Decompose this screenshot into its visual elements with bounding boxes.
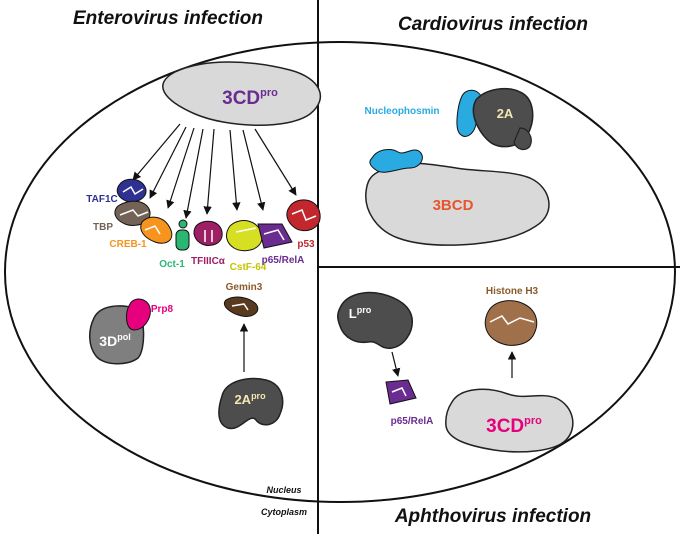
nucleophosmin-protein-1 (369, 149, 423, 173)
2apro-sup: pro (251, 391, 266, 401)
svg-text:3Dpol: 3Dpol (99, 332, 130, 349)
arrow-to-tbp (149, 126, 187, 199)
lpro-sup: pro (357, 305, 372, 315)
gemin3-protein (224, 296, 259, 317)
aphtho-3cd-label: 3CD (486, 416, 524, 437)
arrow-to-cstf64 (229, 129, 241, 211)
arrow-to-p53 (254, 128, 297, 196)
creb1-protein (140, 216, 173, 244)
2apro-label: 2A (234, 392, 251, 407)
cstf64-label: CstF-64 (230, 262, 267, 273)
svg-text:Lpro: Lpro (349, 305, 372, 321)
tfiiic-protein (193, 220, 223, 246)
3dpol-label: 3D (99, 333, 117, 349)
3bcd-protein: 3BCD (365, 162, 550, 246)
3dpol-sup: pol (117, 332, 131, 342)
enterovirus-3cd-protein: 3CDpro (162, 61, 322, 126)
prp8-protein (126, 298, 151, 331)
p53-label: p53 (297, 239, 315, 250)
2apro-protein: 2Apro (218, 377, 284, 430)
2a-protein: 2A (472, 87, 534, 151)
lpro-protein: Lpro (337, 291, 413, 349)
taf1c-label: TAF1C (86, 194, 117, 205)
enterovirus-3cd-sup: pro (260, 87, 278, 99)
p65-label: p65/RelA (262, 255, 305, 266)
nucleus-label: Nucleus (266, 485, 301, 495)
2a-label: 2A (497, 106, 514, 121)
enterovirus-3cd-label: 3CD (222, 88, 260, 109)
enterovirus-arrows (132, 123, 297, 219)
tfiiic-label: TFIIICα (191, 256, 226, 267)
3bcd-label: 3BCD (433, 197, 474, 214)
arrow-lpro-to-p65 (391, 351, 401, 377)
aphthovirus-title: Aphthovirus infection (394, 506, 591, 527)
nucleophosmin-label: Nucleophosmin (364, 106, 439, 117)
arrow-to-taf1c (132, 123, 181, 181)
histone-h3-label: Histone H3 (486, 286, 539, 297)
arrow-to-creb1 (166, 127, 195, 209)
creb1-label: CREB-1 (109, 239, 147, 250)
enterovirus-title: Enterovirus infection (73, 8, 263, 29)
svg-text:3CDpro: 3CDpro (486, 415, 542, 437)
svg-text:2Apro: 2Apro (234, 391, 266, 407)
oct1-label: Oct-1 (159, 259, 185, 270)
arrow-to-tfiiic (203, 128, 215, 215)
cardiovirus-title: Cardiovirus infection (398, 14, 588, 35)
svg-text:3CDpro: 3CDpro (222, 87, 278, 109)
nucleus-outline (4, 41, 676, 503)
p53-protein (286, 199, 321, 232)
p65-protein (257, 223, 293, 249)
arrow-to-p65 (242, 129, 266, 211)
tbp-label: TBP (93, 222, 113, 233)
lpro-label: L (349, 306, 357, 321)
cstf64-protein (226, 220, 263, 252)
aphtho-3cd-sup: pro (524, 415, 542, 427)
aphtho-p65-label: p65/RelA (391, 416, 434, 427)
oct1-protein (175, 219, 190, 251)
prp8-label: Prp8 (151, 304, 174, 315)
aphtho-p65-protein (385, 379, 417, 405)
arrow-to-oct1 (183, 128, 204, 219)
cytoplasm-label: Cytoplasm (261, 507, 307, 517)
gemin3-label: Gemin3 (226, 282, 263, 293)
aphtho-3cd-protein: 3CDpro (445, 388, 574, 453)
histone-h3-protein (484, 300, 538, 346)
tbp-protein (114, 200, 151, 226)
taf1c-protein (116, 178, 147, 203)
